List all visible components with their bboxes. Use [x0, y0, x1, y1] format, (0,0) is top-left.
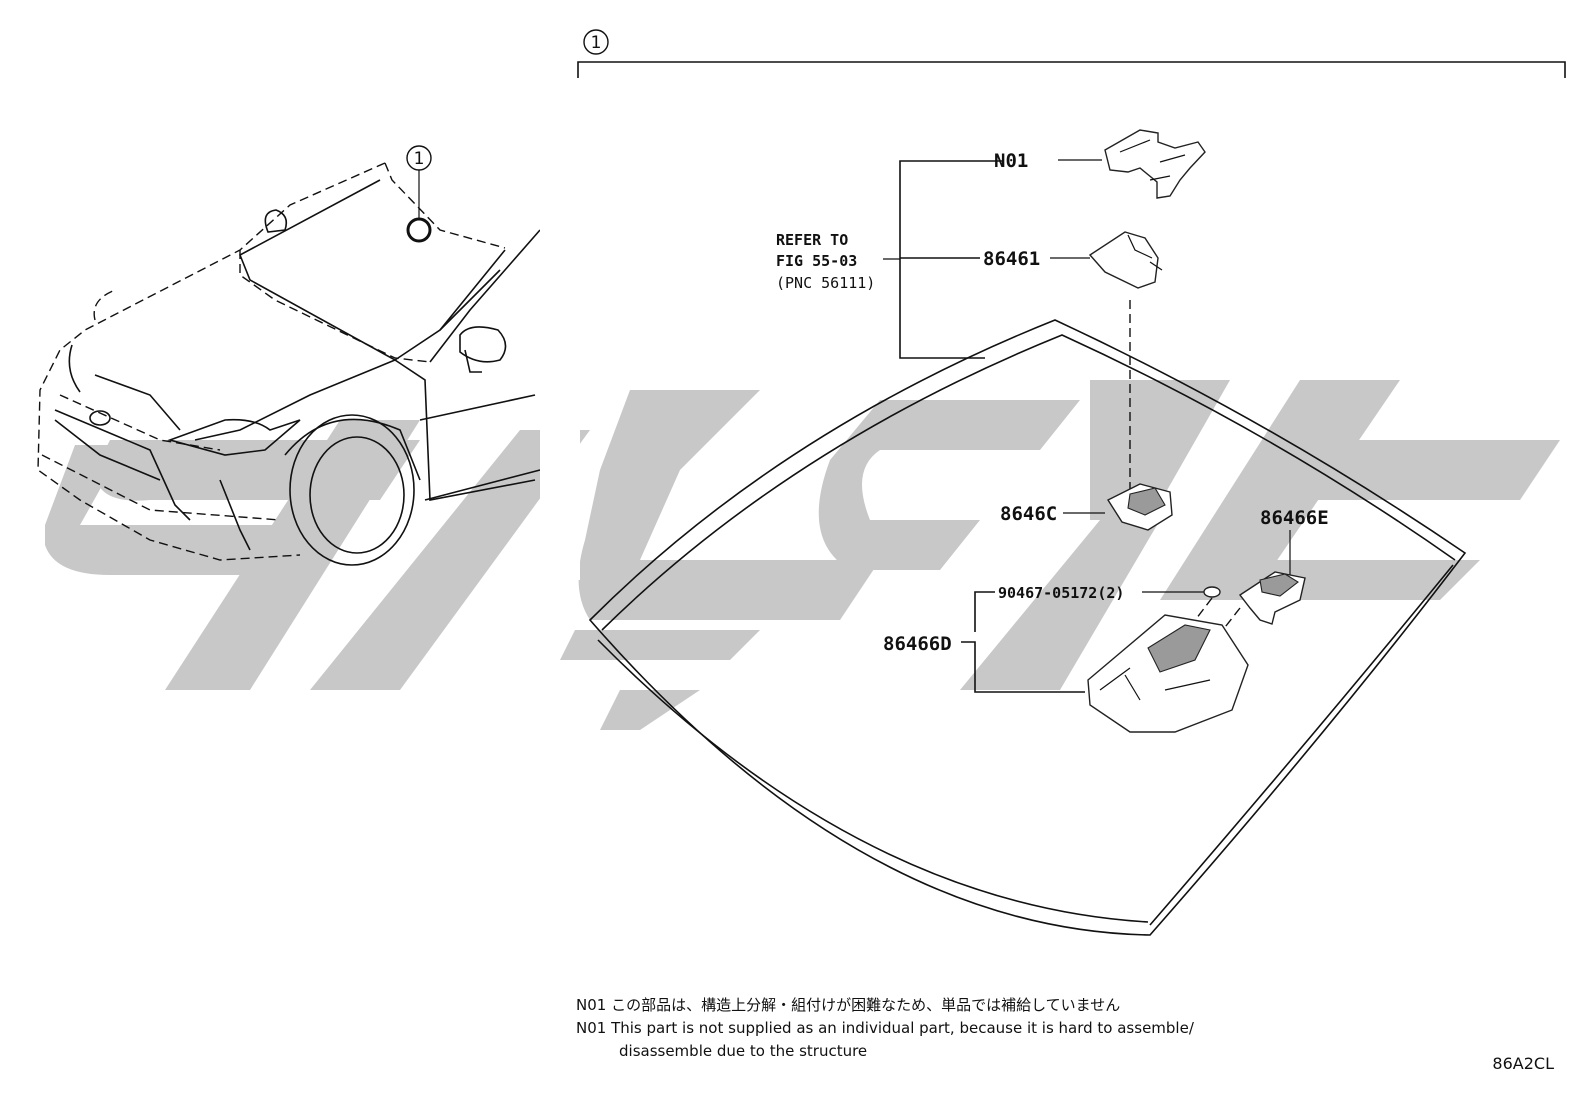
label-86466e: 86466E [1260, 507, 1329, 529]
part-n01: N01 [994, 129, 1206, 199]
note-en-continued: disassemble due to the structure [576, 1040, 1194, 1063]
refer-line-1: REFER TO [776, 231, 848, 249]
figure-id: 86A2CL [1492, 1054, 1554, 1073]
location-marker [406, 217, 432, 243]
part-86466e: 86466E [1238, 507, 1329, 625]
windshield-glass [588, 319, 1467, 936]
note-en-text-1: This part is not supplied as an individu… [611, 1019, 1194, 1037]
label-86466d: 86466D [883, 633, 952, 655]
watermark [45, 380, 1560, 730]
label-90467: 90467-05172(2) [998, 584, 1124, 602]
callout-1-car: 1 [414, 149, 425, 169]
note-en-text-2: disassemble due to the structure [619, 1042, 868, 1060]
assembly-bracket: 1 [577, 29, 1566, 78]
note-jp-code: N01 [576, 996, 607, 1014]
label-8646c: 8646C [1000, 503, 1057, 525]
part-86461: 86461 [983, 231, 1163, 490]
label-n01: N01 [994, 150, 1028, 172]
part-90467: 90467-05172(2) [974, 584, 1241, 671]
note-en: N01 This part is not supplied as an indi… [576, 1017, 1194, 1040]
note-en-code: N01 [576, 1019, 607, 1037]
label-86461: 86461 [983, 248, 1040, 270]
part-86466d: 86466D [883, 614, 1249, 733]
refer-bracket: REFER TO FIG 55-03 (PNC 56111) [776, 160, 1003, 359]
refer-line-2: FIG 55-03 [776, 252, 857, 270]
note-jp: N01 この部品は、構造上分解・組付けが困難なため、単品では補給していません [576, 994, 1194, 1017]
part-8646c: 8646C [1000, 483, 1173, 531]
callout-circle-top [583, 29, 609, 55]
note-jp-text: この部品は、構造上分解・組付けが困難なため、単品では補給していません [611, 996, 1121, 1014]
notes-block: N01 この部品は、構造上分解・組付けが困難なため、単品では補給していません N… [576, 994, 1194, 1063]
car-illustration: 1 [37, 145, 580, 580]
refer-line-3: (PNC 56111) [776, 274, 875, 292]
callout-1-top: 1 [591, 33, 602, 53]
